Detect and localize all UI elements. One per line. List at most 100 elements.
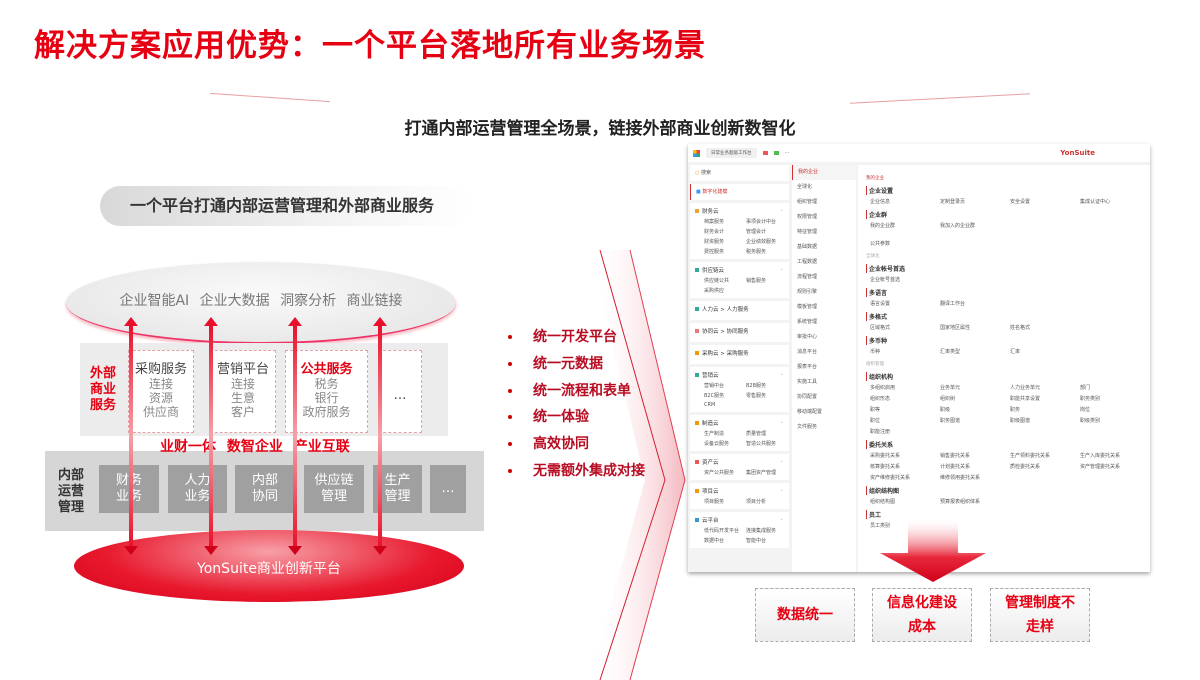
sidebar-cloud-panel[interactable]: 采购云 > 采购服务	[690, 345, 789, 364]
cloud-service-link[interactable]: B2B服务	[746, 383, 767, 389]
chevron-down-icon[interactable]: ⌄	[779, 207, 784, 213]
setting-link[interactable]: 组织树	[940, 396, 956, 402]
cloud-service-link[interactable]: 连接集成服务	[746, 528, 777, 534]
cloud-service-link[interactable]: 低代码开发平台	[704, 528, 740, 534]
setting-link[interactable]: 职级图谱	[1010, 418, 1031, 424]
setting-link[interactable]: 多组织启用	[870, 385, 896, 391]
midnav-item[interactable]: 组织管理	[797, 199, 818, 205]
chevron-down-icon[interactable]: ⌄	[779, 266, 784, 272]
more-icon[interactable]: ···	[784, 150, 790, 156]
cloud-service-link[interactable]: 财资服务	[704, 239, 725, 245]
setting-link[interactable]: 安全设置	[1010, 199, 1031, 205]
sidebar-cloud-header[interactable]: 资产云⌄	[695, 458, 784, 466]
setting-link[interactable]: 公共参数	[870, 241, 891, 247]
setting-link[interactable]: 职级	[940, 407, 951, 413]
cloud-service-link[interactable]: 质量管理	[746, 431, 767, 437]
midnav-item[interactable]: 工程数据	[797, 259, 818, 265]
chevron-down-icon[interactable]: ⌄	[779, 487, 784, 493]
cloud-service-link[interactable]: 采购供应	[704, 288, 725, 294]
setting-link[interactable]: 资产维修委托关系	[870, 475, 911, 481]
midnav-item[interactable]: 特征管理	[797, 229, 818, 235]
midnav-item[interactable]: 系统管理	[797, 319, 818, 325]
sidebar-cloud-panel[interactable]: 云平台⌄低代码开发平台连接集成服务数据中台智能中台	[690, 512, 789, 548]
setting-link[interactable]: 生产入库委托关系	[1080, 453, 1121, 459]
midnav-item[interactable]: 权限管理	[797, 214, 818, 220]
sidebar-cloud-panel[interactable]: 供应链云⌄供应链公共销售服务采购供应	[690, 262, 789, 298]
setting-link[interactable]: 人力业务单元	[1010, 385, 1041, 391]
midnav-item[interactable]: 全球化	[797, 184, 813, 190]
cloud-service-link[interactable]: 集团资产管理	[746, 470, 777, 476]
sidebar-cloud-header[interactable]: 制造云⌄	[695, 419, 784, 427]
cloud-service-link[interactable]: 数据中台	[704, 538, 725, 544]
setting-link[interactable]: 汇率	[1010, 349, 1021, 355]
sidebar-cloud-panel[interactable]: 项目云⌄项目服务项目分析	[690, 483, 789, 509]
cloud-service-link[interactable]: 管理会计	[746, 229, 767, 235]
chevron-down-icon[interactable]: ⌄	[779, 371, 784, 377]
cloud-service-link[interactable]: 费控服务	[704, 249, 725, 255]
midnav-item[interactable]: 协同配置	[797, 394, 818, 400]
setting-link[interactable]: 维修领用委托关系	[940, 475, 981, 481]
setting-link[interactable]: 职位	[870, 418, 881, 424]
cloud-service-link[interactable]: 档案服务	[704, 219, 725, 225]
setting-link[interactable]: 员工类别	[870, 523, 891, 529]
cloud-service-link[interactable]: CRM	[704, 402, 716, 408]
cloud-service-link[interactable]: 供应链公共	[704, 278, 730, 284]
sidebar-cloud-header[interactable]: 财务云⌄	[695, 207, 784, 215]
setting-link[interactable]: 组织结构图	[870, 499, 896, 505]
setting-link[interactable]: 企业帐号首选	[870, 277, 901, 283]
mail-icon[interactable]	[762, 151, 768, 155]
midnav-item[interactable]: 流程管理	[797, 274, 818, 280]
cloud-service-link[interactable]: 项目服务	[704, 499, 725, 505]
midnav-item[interactable]: 报表平台	[797, 364, 818, 370]
sidebar-cloud-panel[interactable]: 制造云⌄ 生产制造 质量管理设备云服务 智造公共服务	[690, 415, 789, 451]
cloud-service-link[interactable]: 零售服务	[746, 393, 767, 399]
sidebar-cloud-panel[interactable]: 协同云 > 协同服务	[690, 323, 789, 342]
sidebar-cloud-header[interactable]: 营销云⌄	[695, 371, 784, 379]
cloud-service-link[interactable]: B2C服务	[704, 393, 725, 399]
midnav-item[interactable]: 我的企业	[792, 165, 856, 180]
modeling-item[interactable]: ■ 数字化建模	[690, 184, 789, 200]
setting-link[interactable]: 部门	[1080, 385, 1091, 391]
cloud-service-link[interactable]: 销售服务	[746, 278, 767, 284]
setting-link[interactable]: 职务	[1010, 407, 1021, 413]
chevron-down-icon[interactable]: ⌄	[779, 419, 784, 425]
cloud-service-link[interactable]: 设备云服务	[704, 441, 730, 447]
chevron-down-icon[interactable]: ⌄	[779, 458, 784, 464]
sidebar-cloud-panel[interactable]: 人力云 > 人力服务	[690, 301, 789, 320]
cloud-service-link[interactable]: 生产制造	[704, 431, 725, 437]
sidebar-cloud-header[interactable]: 项目云⌄	[695, 487, 784, 495]
setting-link[interactable]: 我的企业群	[870, 223, 896, 229]
setting-link[interactable]: 职务类别	[1080, 396, 1101, 402]
setting-link[interactable]: 预算报表组织体系	[940, 499, 981, 505]
sidebar-cloud-header[interactable]: 协同云 > 协同服务	[695, 327, 784, 335]
workbench-tab[interactable]: 日常业务超级工作台	[706, 148, 757, 158]
chevron-down-icon[interactable]: ⌄	[779, 516, 784, 522]
cloud-service-link[interactable]: 事项会计中台	[746, 219, 777, 225]
setting-link[interactable]: 区域格式	[870, 325, 891, 331]
setting-link[interactable]: 国家地区属性	[940, 325, 971, 331]
setting-link[interactable]: 币种	[870, 349, 881, 355]
sidebar-cloud-panel[interactable]: 财务云⌄档案服务事项会计中台财务会计管理会计财资服务企业绩效服务费控服务税务服务	[690, 203, 789, 259]
chat-icon[interactable]	[773, 151, 779, 155]
setting-link[interactable]: 采购委托关系	[870, 453, 901, 459]
setting-link[interactable]: 语言设置	[870, 301, 891, 307]
setting-link[interactable]: 职等	[870, 407, 881, 413]
sidebar-cloud-header[interactable]: 人力云 > 人力服务	[695, 305, 784, 313]
cloud-service-link[interactable]: 财务会计	[704, 229, 725, 235]
setting-link[interactable]: 职务图谱	[940, 418, 961, 424]
sidebar-cloud-header[interactable]: 云平台⌄	[695, 516, 784, 524]
setting-link[interactable]: 资产管理委托关系	[1080, 464, 1121, 470]
cloud-service-link[interactable]: 资产公共服务	[704, 470, 735, 476]
sidebar-cloud-header[interactable]: 采购云 > 采购服务	[695, 349, 784, 357]
cloud-service-link[interactable]: 企业绩效服务	[746, 239, 777, 245]
setting-link[interactable]: 核算委托关系	[870, 464, 901, 470]
cloud-service-link[interactable]: 智造公共服务	[746, 441, 777, 447]
setting-link[interactable]: 定制登录页	[940, 199, 966, 205]
setting-link[interactable]: 计划委托关系	[940, 464, 971, 470]
setting-link[interactable]: 业务单元	[940, 385, 961, 391]
midnav-item[interactable]: 消息平台	[797, 349, 818, 355]
midnav-item[interactable]: 审批中心	[797, 334, 818, 340]
setting-link[interactable]: 组织形态	[870, 396, 891, 402]
search-box[interactable]: ○ 搜索	[690, 165, 789, 181]
